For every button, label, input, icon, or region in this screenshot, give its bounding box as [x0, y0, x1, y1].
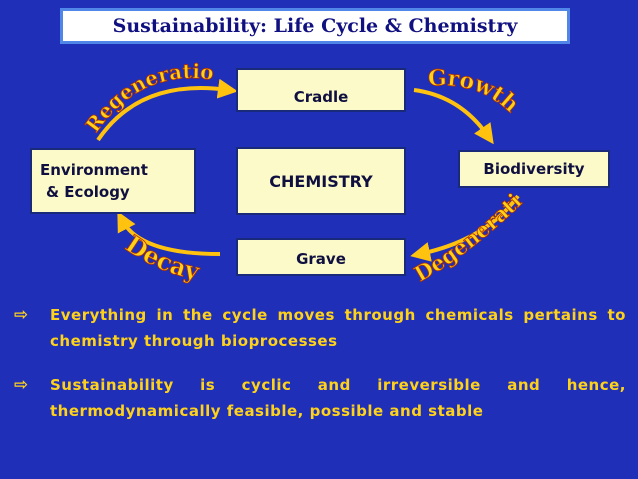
bullet-item: ⇨ Everything in the cycle moves through …	[14, 302, 626, 354]
cycle-diagram: Regeneration Growth Degeneration Decay	[0, 0, 527, 287]
node-grave-label: Grave	[296, 250, 346, 268]
label-growth: Growth	[428, 65, 524, 118]
node-cradle-label: Cradle	[293, 88, 349, 106]
node-chemistry: CHEMISTRY	[236, 147, 406, 215]
title-banner: Sustainability: Life Cycle & Chemistry	[60, 8, 570, 44]
bullet-text: Everything in the cycle moves through ch…	[50, 306, 626, 350]
arrow-degeneration	[410, 194, 520, 262]
bullet-list: ⇨ Everything in the cycle moves through …	[14, 302, 626, 442]
hollow-right-arrow-icon: ⇨	[14, 375, 29, 395]
node-environment-ecology: Environment & Ecology	[30, 148, 196, 214]
arrow-growth	[413, 88, 494, 145]
label-regeneration: Regeneration	[0, 0, 215, 137]
node-environment-line2: & Ecology	[46, 183, 130, 201]
bullet-item: ⇨ Sustainability is cyclic and irreversi…	[14, 372, 626, 424]
node-chemistry-label: CHEMISTRY	[269, 171, 373, 191]
node-environment-line1: Environment	[40, 161, 148, 179]
bullet-text: Sustainability is cyclic and irreversibl…	[50, 376, 626, 420]
node-biodiversity: Biodiversity	[458, 150, 610, 188]
arrow-regeneration	[96, 78, 238, 142]
hollow-right-arrow-icon: ⇨	[14, 305, 29, 325]
node-biodiversity-label: Biodiversity	[483, 160, 585, 178]
arrow-decay	[117, 211, 221, 256]
label-decay: Decay	[120, 229, 203, 286]
page-title: Sustainability: Life Cycle & Chemistry	[112, 15, 518, 37]
node-grave: Grave	[236, 238, 406, 276]
node-cradle: Cradle	[236, 68, 406, 112]
